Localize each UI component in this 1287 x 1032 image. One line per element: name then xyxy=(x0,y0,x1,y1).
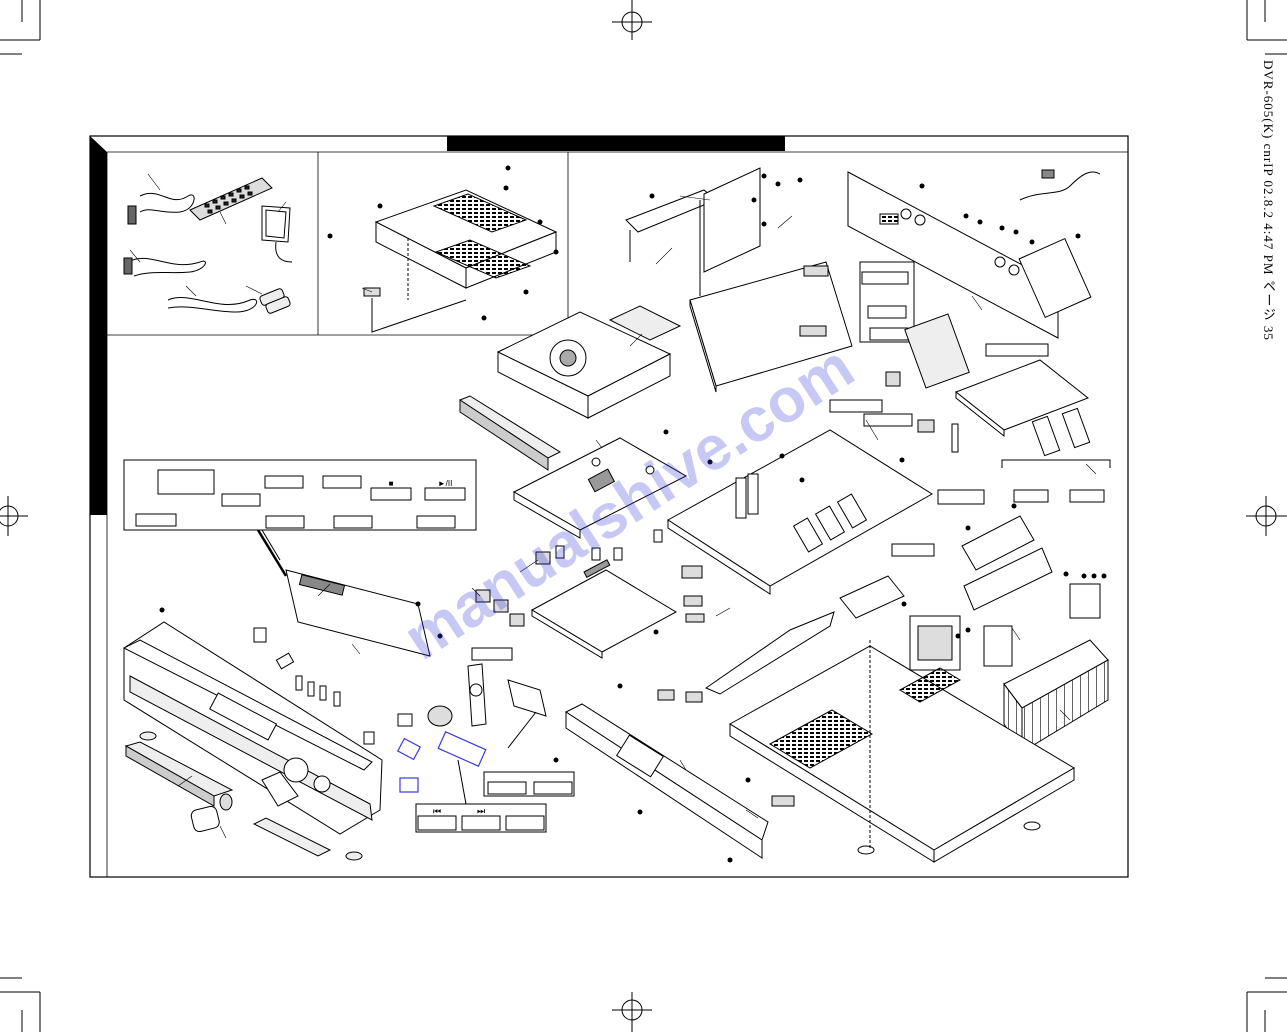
jack-board xyxy=(415,647,575,833)
transformer xyxy=(909,615,1013,671)
remote-control-icon xyxy=(189,177,273,221)
amp-board xyxy=(954,359,1111,503)
play-pause-symbol: ►/II xyxy=(438,479,453,488)
front-display-board xyxy=(256,529,431,657)
fm-antenna-icon xyxy=(167,297,258,313)
next-symbol: ⏭ xyxy=(477,807,485,817)
dvd-mechanism xyxy=(458,305,682,471)
audio-cable-icon xyxy=(123,257,206,277)
front-panel-callout xyxy=(123,459,477,531)
dvd-board xyxy=(512,437,688,561)
front-chassis-frame xyxy=(564,703,769,859)
leader-lines xyxy=(129,173,1097,839)
front-switch-parts xyxy=(253,627,453,745)
video-cable-icon xyxy=(127,192,195,225)
bottom-chassis xyxy=(729,640,1075,863)
misc-parts xyxy=(657,371,1101,703)
cd-bracket xyxy=(625,167,761,296)
accessories-panel xyxy=(123,177,293,314)
stop-symbol: ■ xyxy=(389,479,394,488)
main-frame xyxy=(89,135,1129,878)
print-slug: DVR-605(K) cnrIP 02.8.2 4:47 PM ページ 35 xyxy=(1261,60,1276,341)
front-io-board xyxy=(689,261,915,393)
front-panel xyxy=(122,621,383,861)
prev-symbol: ⏮ xyxy=(433,807,441,817)
power-cord xyxy=(1019,169,1101,201)
video-board xyxy=(475,551,678,659)
top-cover xyxy=(363,189,558,333)
screws xyxy=(159,165,1107,863)
rear-panel xyxy=(847,171,1092,389)
sub-boards-blue xyxy=(396,731,487,793)
loop-antenna-icon xyxy=(261,205,293,263)
batteries-icon xyxy=(259,288,291,314)
main-board xyxy=(667,399,985,595)
